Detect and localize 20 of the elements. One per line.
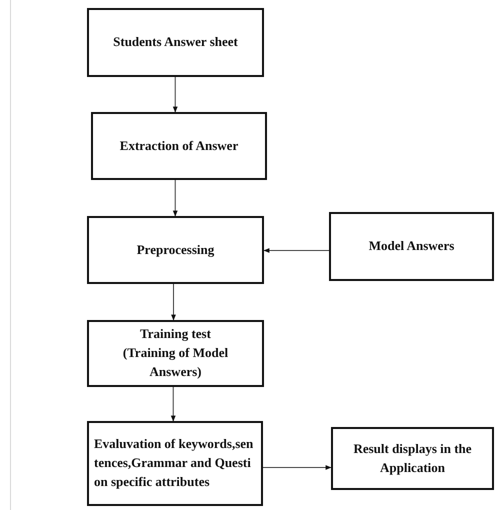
process-box (91, 112, 267, 180)
box-text: Result displays in the Application (352, 440, 473, 477)
arrow (170, 386, 176, 422)
box-text: Extraction of Answer (120, 136, 238, 155)
arrow (172, 180, 178, 217)
process-box (87, 216, 264, 284)
process-box (331, 427, 494, 490)
box-text: Students Answer sheet (113, 33, 238, 52)
arrow (172, 76, 178, 113)
box-text: Training test (Training of Model Answers) (122, 325, 230, 381)
box-text: Preprocessing (136, 240, 214, 259)
process-box (329, 212, 494, 281)
arrow (263, 248, 330, 253)
process-box (87, 320, 264, 387)
process-box (87, 8, 264, 77)
box-text: Evaluvation of keywords,sentences,Grammar and Question specific attributes (94, 435, 254, 491)
process-box (87, 421, 263, 506)
box-text: Model Answers (368, 237, 454, 256)
arrow (171, 284, 176, 321)
arrow (262, 465, 332, 470)
